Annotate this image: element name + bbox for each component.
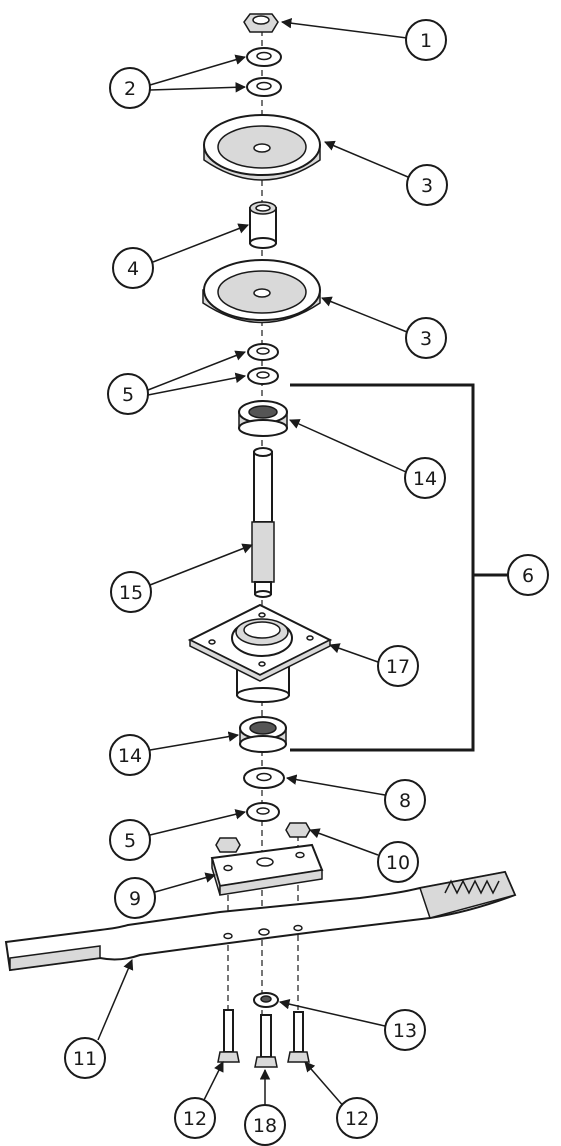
callout-12-left: 12: [174, 1097, 216, 1139]
leader-5b: [147, 372, 247, 396]
callout-label: 10: [386, 852, 410, 874]
callout-label: 14: [118, 745, 142, 767]
callout-label: 9: [129, 888, 141, 910]
leader-10: [309, 828, 379, 856]
part-washer-5-upper: [247, 343, 279, 361]
part-bearing-upper: [238, 400, 288, 437]
callout-label: 5: [122, 384, 134, 406]
callout-label: 18: [253, 1115, 277, 1137]
callout-label: 12: [345, 1108, 369, 1130]
leader-17: [329, 643, 379, 663]
leader-2b: [149, 82, 247, 93]
part-blade-adapter-plate: [210, 843, 324, 896]
part-bearing-lower: [239, 716, 287, 753]
leader-15: [149, 543, 253, 586]
callout-label: 11: [73, 1048, 97, 1070]
part-nut-right: [285, 822, 311, 838]
assembly-bracket: [290, 383, 475, 752]
callout-13: 13: [384, 1009, 426, 1051]
callout-18: 18: [244, 1104, 286, 1146]
leader-9: [154, 872, 217, 893]
callout-label: 3: [421, 175, 433, 197]
leader-4: [152, 223, 249, 263]
leader-3b: [321, 296, 408, 333]
callout-1: 1: [405, 19, 447, 61]
leader-2a: [149, 54, 247, 86]
leader-5c: [149, 809, 247, 836]
leader-13: [278, 998, 386, 1027]
leader-3a: [324, 140, 409, 178]
callout-label: 2: [124, 78, 136, 100]
leader-11: [97, 959, 134, 1041]
callout-12-right: 12: [336, 1097, 378, 1139]
callout-9: 9: [114, 877, 156, 919]
callout-label: 15: [119, 582, 143, 604]
callout-17: 17: [377, 645, 419, 687]
part-mower-blade: [4, 870, 517, 972]
part-washer-5-lower: [247, 367, 279, 385]
part-pulley-lower: [202, 259, 321, 324]
callout-10: 10: [377, 841, 419, 883]
callout-14-lower: 14: [109, 734, 151, 776]
leader-14b: [149, 731, 240, 751]
callout-6: 6: [507, 554, 549, 596]
leader-1: [280, 17, 408, 39]
part-bolt-left: [217, 1009, 240, 1063]
callout-label: 4: [127, 258, 139, 280]
callout-5-upper: 5: [107, 373, 149, 415]
part-spindle-shaft: [251, 447, 275, 598]
callout-label: 3: [420, 328, 432, 350]
part-washer-13: [253, 992, 279, 1008]
callout-15: 15: [110, 571, 152, 613]
callout-label: 6: [522, 565, 534, 587]
part-bolt-center: [254, 1014, 278, 1068]
callout-label: 17: [386, 656, 410, 678]
callout-11: 11: [64, 1037, 106, 1079]
part-nut: [243, 13, 279, 33]
callout-8: 8: [384, 779, 426, 821]
callout-label: 1: [420, 30, 432, 52]
callout-label: 13: [393, 1020, 417, 1042]
part-pulley-upper: [203, 114, 321, 181]
part-spindle-housing: [187, 603, 333, 703]
callout-label: 14: [413, 468, 437, 490]
callout-5-lower: 5: [109, 819, 151, 861]
part-spacer: [249, 201, 277, 249]
part-washer-5-bottom: [246, 802, 280, 822]
leader-8: [285, 774, 386, 796]
part-washer-upper: [246, 47, 282, 67]
callout-label: 8: [399, 790, 411, 812]
part-washer-lower: [246, 77, 282, 97]
callout-2: 2: [109, 67, 151, 109]
callout-14-upper: 14: [404, 457, 446, 499]
callout-label: 12: [183, 1108, 207, 1130]
callout-3-upper: 3: [406, 164, 448, 206]
callout-3-lower: 3: [405, 317, 447, 359]
leader-14a: [289, 419, 407, 473]
callout-4: 4: [112, 247, 154, 289]
part-bolt-right: [287, 1011, 310, 1063]
part-nut-left: [215, 837, 241, 853]
part-washer-8: [243, 767, 285, 789]
leader-12b: [304, 1061, 346, 1109]
callout-label: 5: [124, 830, 136, 852]
leader-5a: [147, 350, 246, 391]
